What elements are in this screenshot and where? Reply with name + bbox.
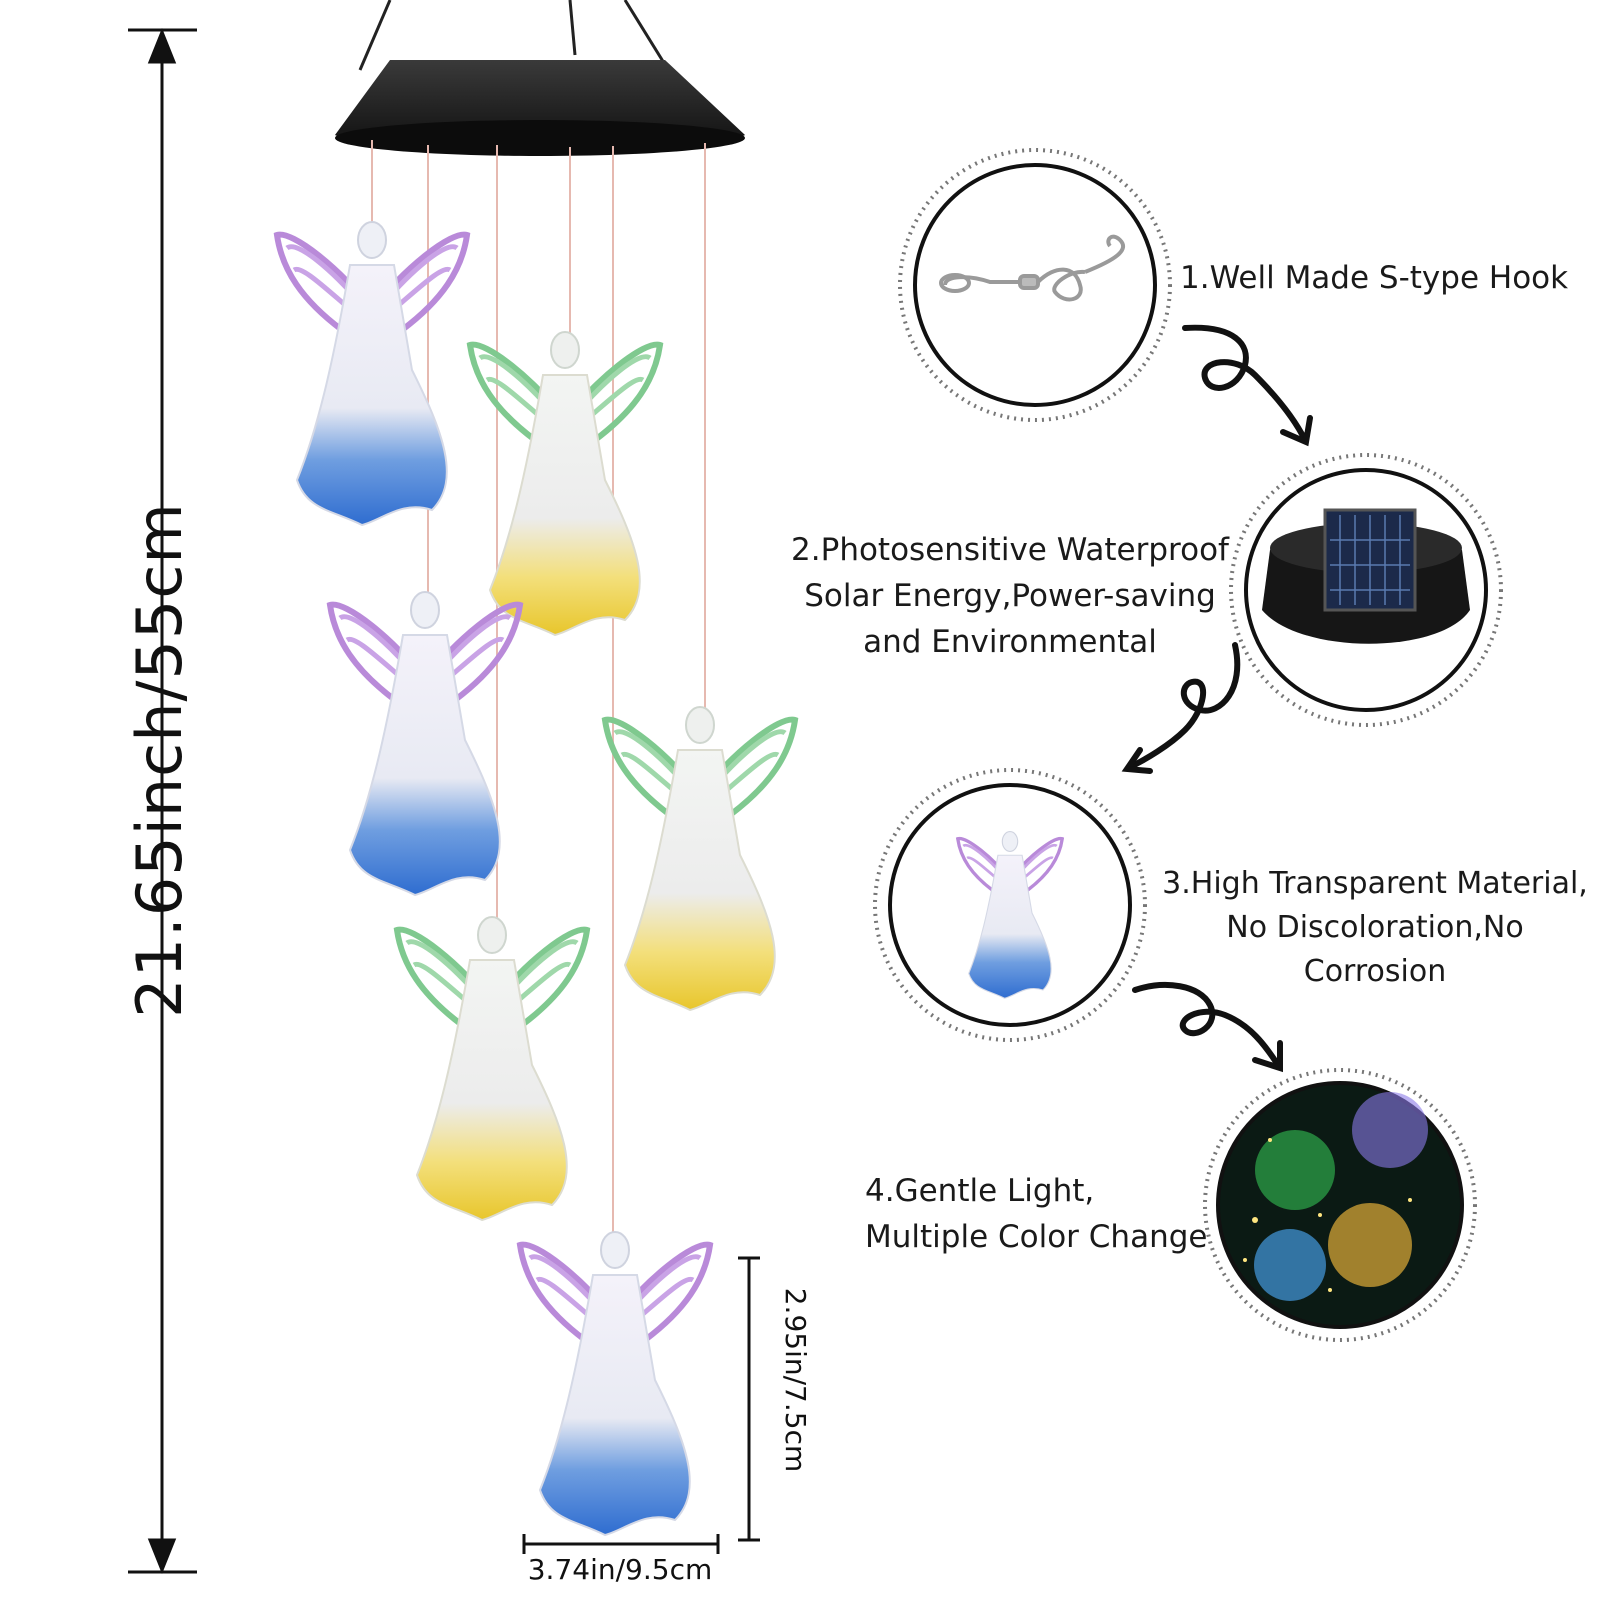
feature-caption-line: 2.Photosensitive Waterproof — [791, 532, 1229, 568]
height-dimension-line — [128, 27, 197, 1575]
feature-caption-material: 3.High Transparent Material, No Discolor… — [1155, 862, 1595, 994]
angel-height-label: 2.95in/7.5cm — [779, 1287, 812, 1473]
feature-circle-solar — [1229, 453, 1503, 727]
flow-arrow — [1182, 324, 1313, 447]
glowing-angels-icon — [1243, 1092, 1428, 1301]
feature-caption-line: 4.Gentle Light, — [865, 1173, 1095, 1209]
flow-arrow — [1121, 642, 1241, 774]
feature-circle-material — [873, 768, 1147, 1042]
angel-ornament — [470, 332, 660, 635]
angel-ornament — [605, 707, 795, 1010]
angel-width-label: 3.74in/9.5cm — [527, 1553, 713, 1586]
solar-cap — [335, 60, 745, 156]
feature-caption-line: 3.High Transparent Material, — [1162, 866, 1588, 901]
feature-caption-line: Multiple Color Change — [865, 1219, 1208, 1255]
angel-width-dimension-line — [522, 1534, 720, 1554]
feature-caption-line: 1.Well Made S-type Hook — [1180, 260, 1569, 296]
feature-caption-line: Solar Energy,Power-saving — [804, 578, 1216, 614]
angel-ornament — [277, 222, 467, 525]
angel-ornament — [330, 592, 520, 895]
feature-caption-hook: 1.Well Made S-type Hook — [1180, 255, 1568, 301]
feature-caption-light: 4.Gentle Light, Multiple Color Change — [865, 1168, 1207, 1260]
s-hook-icon — [939, 234, 1126, 302]
feature-circle-hook — [898, 148, 1172, 422]
angel-ornament — [520, 1232, 710, 1535]
solar-panel-icon — [1262, 508, 1470, 644]
feature-caption-line: No Discoloration,No Corrosion — [1226, 910, 1524, 989]
height-dimension-label: 21.65inch/55cm — [123, 502, 196, 1018]
feature-circle-light — [1203, 1068, 1477, 1342]
hanging-strings — [371, 140, 706, 1245]
flow-arrow — [1132, 982, 1283, 1073]
angel-ornament — [397, 917, 587, 1220]
feature-caption-line: and Environmental — [863, 624, 1157, 660]
feature-caption-solar: 2.Photosensitive Waterproof Solar Energy… — [780, 527, 1240, 665]
angel-height-dimension-line — [738, 1256, 760, 1542]
